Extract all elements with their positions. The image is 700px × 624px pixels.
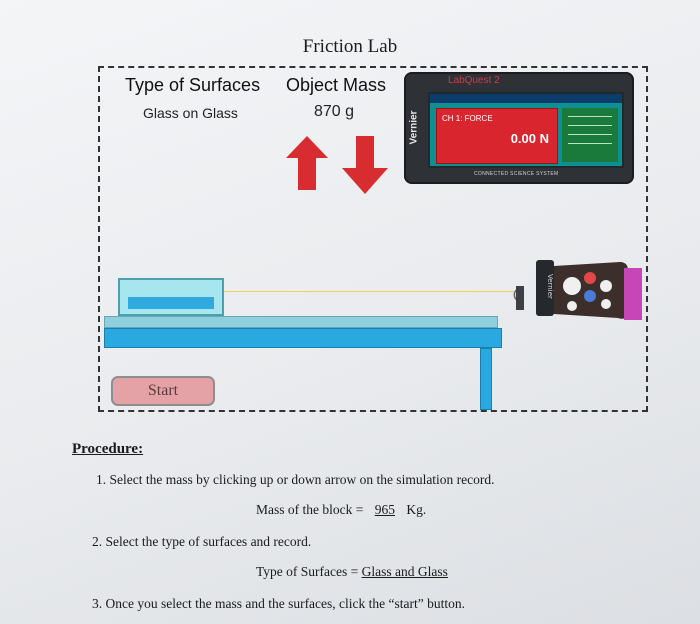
surfaces-label: Type of Surfaces xyxy=(125,75,261,95)
surfaces-answer-line: Type of Surfaces = Glass and Glass xyxy=(256,564,448,580)
procedure-step-3: 3. Once you select the mass and the surf… xyxy=(92,596,465,611)
table-top xyxy=(104,328,502,348)
channel-label: CH 1: FORCE xyxy=(442,114,493,123)
simulation-title: Friction Lab xyxy=(302,36,398,57)
sensor-hook-mount xyxy=(516,286,524,310)
mass-answer-suffix: Kg. xyxy=(402,502,427,517)
labquest-brand: LabQuest 2 xyxy=(448,75,500,86)
labquest-device: LabQuest 2 Vernier CH 1: FORCE 0.00 N CO… xyxy=(404,72,634,184)
mass-answer-prefix: Mass of the block = xyxy=(256,502,367,517)
labquest-footer: CONNECTED SCIENCE SYSTEM xyxy=(474,171,559,177)
mass-value: 870 g xyxy=(314,103,355,120)
glass-block xyxy=(118,278,224,316)
force-sensor-icon: Vernier xyxy=(536,260,628,319)
table-surface xyxy=(104,316,498,328)
sensor-clamp xyxy=(624,268,642,320)
surfaces-answer-prefix: Type of Surfaces = xyxy=(256,564,362,579)
mass-answer-line: Mass of the block = 965 Kg. xyxy=(256,502,426,518)
labquest-screen: CH 1: FORCE 0.00 N xyxy=(428,92,624,168)
force-readout-panel: CH 1: FORCE 0.00 N xyxy=(436,108,558,164)
mass-label: Object Mass xyxy=(286,75,387,95)
start-button[interactable]: Start xyxy=(111,376,215,406)
labquest-toolbar xyxy=(430,94,622,103)
mass-down-arrow-icon[interactable] xyxy=(342,136,388,194)
labquest-settings-panel xyxy=(562,108,618,162)
table-leg xyxy=(480,348,492,410)
block-inner xyxy=(128,297,214,309)
surfaces-selector[interactable]: Glass on Glass xyxy=(143,105,238,121)
force-reading: 0.00 N xyxy=(510,131,549,146)
procedure-step-2: 2. Select the type of surfaces and recor… xyxy=(92,534,312,549)
mass-answer: 965 xyxy=(374,502,395,517)
sensor-vernier-label: Vernier xyxy=(546,274,554,299)
procedure-step-1: 1. Select the mass by clicking up or dow… xyxy=(96,472,495,487)
procedure-heading: Procedure: xyxy=(72,441,144,457)
pull-string xyxy=(224,291,514,292)
simulation-frame xyxy=(98,66,648,412)
labquest-vernier-logo: Vernier xyxy=(408,110,420,145)
mass-up-arrow-icon[interactable] xyxy=(286,136,328,190)
surfaces-answer: Glass and Glass xyxy=(361,564,448,579)
